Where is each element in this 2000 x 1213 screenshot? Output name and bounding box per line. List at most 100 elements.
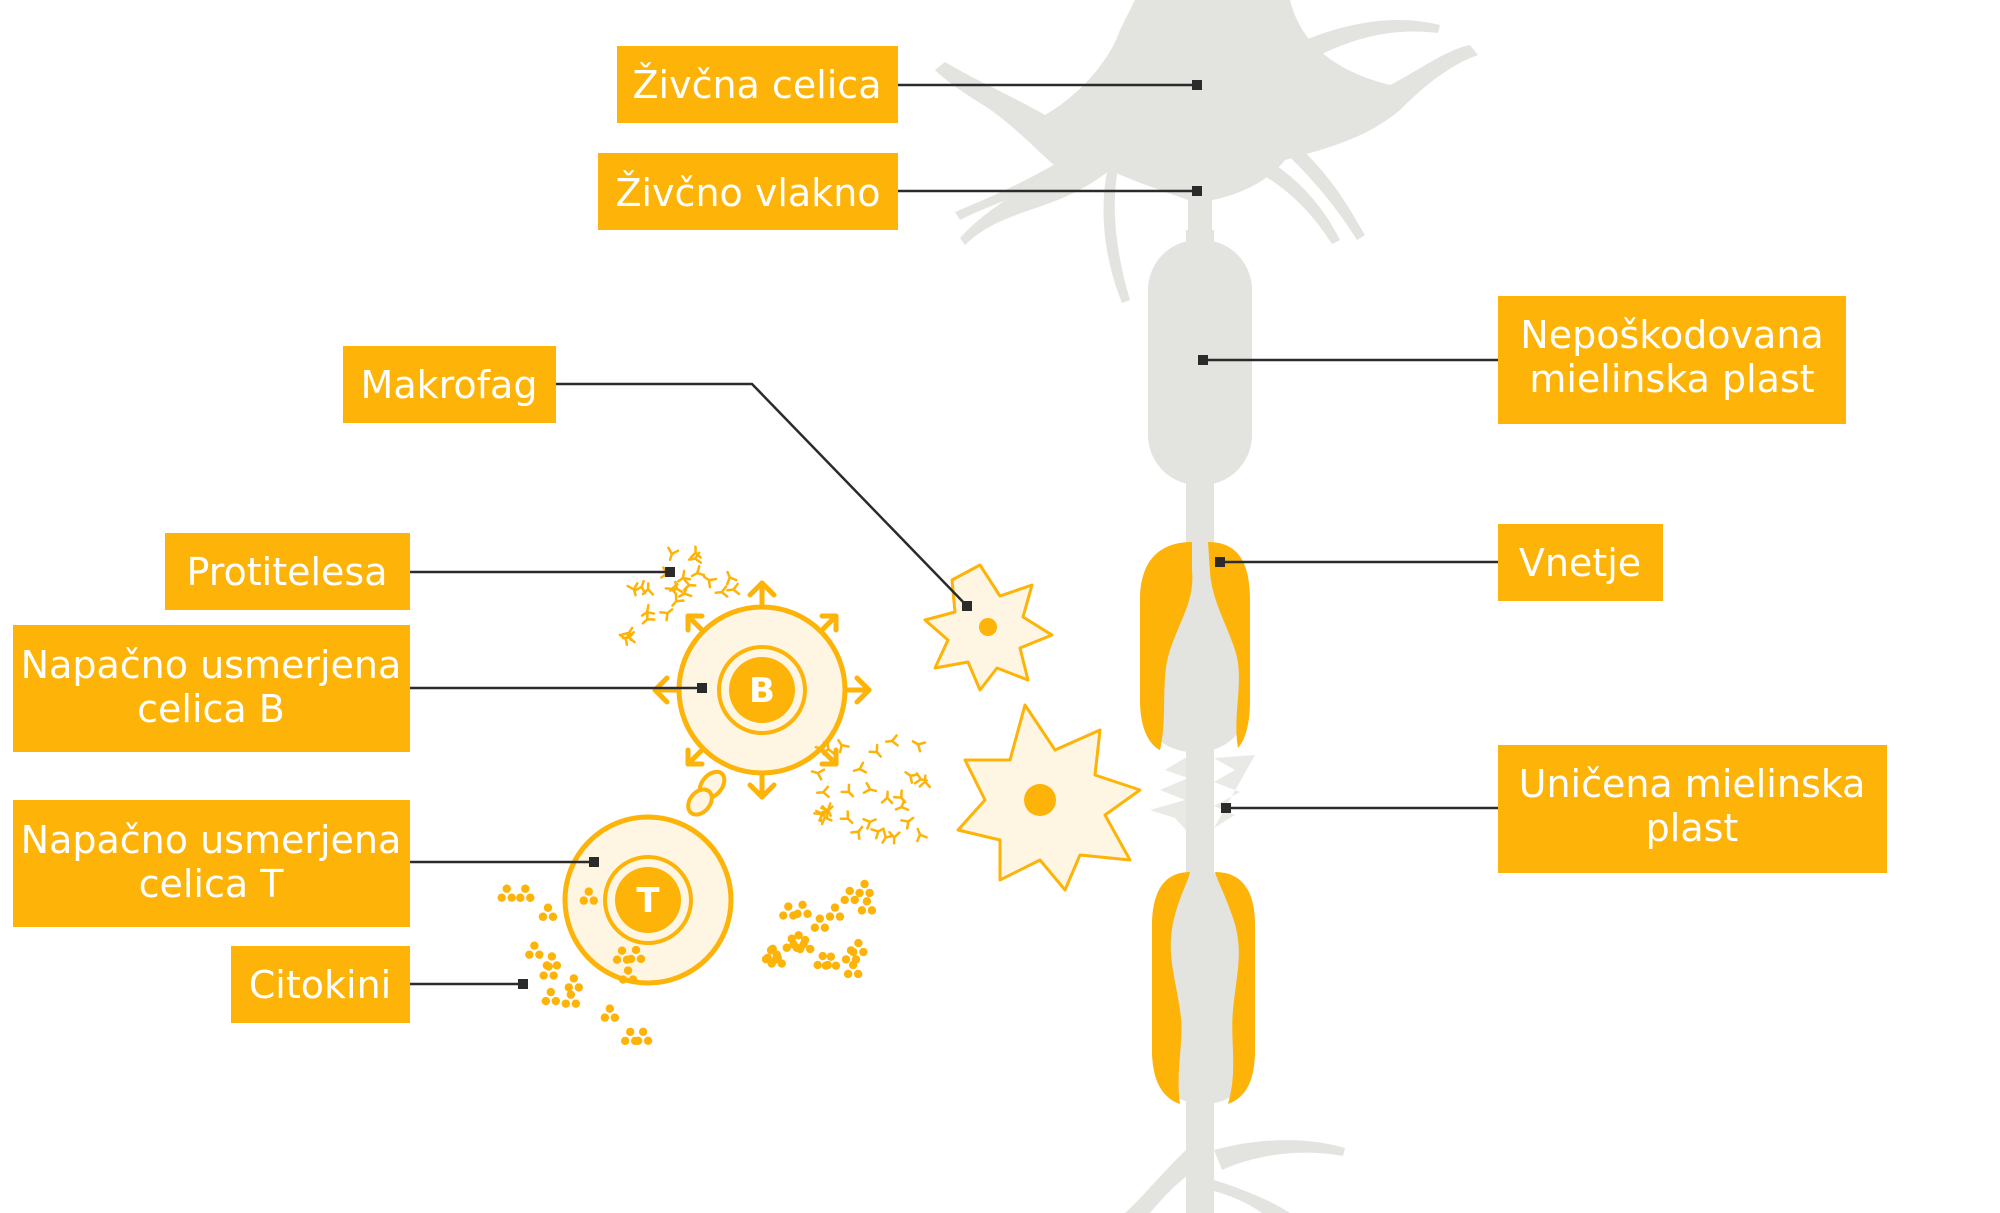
antibody-icon [870,827,885,840]
antibody-icon [814,740,827,756]
antibody-icon [916,827,928,843]
antibody-icon [911,740,927,753]
antibody-icon [726,582,741,596]
cytokine-icon [564,974,584,992]
antibody-icon [659,608,674,622]
cytokine-icon [855,879,874,898]
label-nerve-cell-text: Živčna celica [633,63,882,107]
antibody-icon [918,774,932,789]
label-b-cell-line2: celica B [137,687,285,731]
antibody-icon [682,578,697,592]
b-cell-receptors [652,580,872,800]
antibody-icon [868,743,883,758]
cytokines [497,879,877,1046]
cytokine-icon [857,897,877,915]
antibody-icon [626,581,639,597]
antibody-icon [667,546,680,562]
label-nerve-cell: Živčna celica [617,46,898,123]
cytokine-icon [618,966,638,984]
cytokine-icon [813,951,832,970]
lower-myelin [1152,872,1255,1104]
t-cell: T [562,814,734,986]
cytokine-icon [795,935,815,954]
label-macrophage: Makrofag [343,346,556,423]
label-inflammation: Vnetje [1498,524,1663,601]
antibody-icon [821,804,834,819]
antibody-icon [840,783,855,798]
antibody-icon [676,569,692,583]
antibody-icon [621,630,636,644]
antibody-icon [816,785,830,799]
antibody-icon [880,790,894,805]
label-b-cell-line1: Napačno usmerjena [21,643,402,687]
antibody-icon [641,610,656,625]
label-nerve-fiber-text: Živčno vlakno [615,171,880,215]
label-intact-myelin-line2: mielinska plast [1529,357,1814,401]
antibody-icon [810,768,826,781]
antibody-icon [862,781,878,795]
cytokine-icon [542,952,562,970]
antibody-icon [862,817,877,830]
cytokine-icon [516,884,535,902]
cytokine-icon [541,987,560,1006]
label-macrophage-text: Makrofag [361,363,538,407]
antibody-icon [839,810,854,825]
antibody-icon [892,789,907,804]
label-inflammation-text: Vnetje [1519,541,1641,585]
label-intact-myelin: Nepoškodovana mielinska plast [1498,296,1846,424]
cytokine-icon [538,903,558,921]
antibody-icon [837,738,850,754]
cytokine-icon [767,950,786,968]
antibody-icon [690,565,706,578]
label-cytokines: Citokini [231,946,410,1023]
b-cell: B [652,580,872,800]
label-cytokines-text: Citokini [249,963,391,1007]
label-t-cell-line2: celica T [139,862,285,906]
antibody-icon [900,816,915,830]
antibody-icon [852,761,868,774]
antibodies-right [810,734,932,845]
label-damaged-myelin: Uničena mielinska plast [1498,745,1887,873]
leader-dots [518,80,1231,989]
antibody-icon [687,551,703,564]
label-antibodies: Protitelesa [165,533,410,610]
label-t-cell: Napačno usmerjena celica T [13,800,410,927]
cytokine-icon [497,884,516,902]
cytokine-icon [561,990,581,1008]
t-cell-letter: T [636,881,660,921]
cytokine-icon [840,886,859,905]
cytokine-icon [810,914,830,932]
label-intact-myelin-line1: Nepoškodovana [1520,313,1823,357]
antibody-icon [850,825,864,840]
cytokine-icon [825,903,845,921]
cell-connector [686,769,727,817]
cytokine-icon [600,1004,620,1022]
label-damaged-myelin-line2: plast [1646,806,1739,850]
antibody-icon [664,583,679,596]
antibody-icon [884,734,899,747]
antibody-icon [714,585,729,598]
inflammation-myelin [1140,542,1250,750]
cytokine-icon [626,945,646,964]
antibody-icon [634,579,647,595]
cytokine-icon [579,887,598,905]
label-t-cell-line1: Napačno usmerjena [21,818,402,862]
label-nerve-fiber: Živčno vlakno [598,153,898,230]
antibody-icon [702,575,718,589]
antibody-icon [888,830,901,845]
antibody-icon [725,570,738,586]
macrophage-large [956,703,1142,892]
label-damaged-myelin-line1: Uničena mielinska [1519,762,1866,806]
cytokine-icon [779,902,798,920]
antibody-icon [904,771,919,784]
label-b-cell: Napačno usmerjena celica B [13,625,410,752]
cytokine-icon [849,938,868,957]
antibody-icon [894,799,910,811]
label-antibodies-text: Protitelesa [186,550,387,594]
leader-lines [410,83,1498,986]
antibody-icon [820,810,833,826]
cytokine-icon [525,941,544,959]
b-cell-letter: B [749,671,775,711]
cytokine-icon [621,1027,640,1046]
